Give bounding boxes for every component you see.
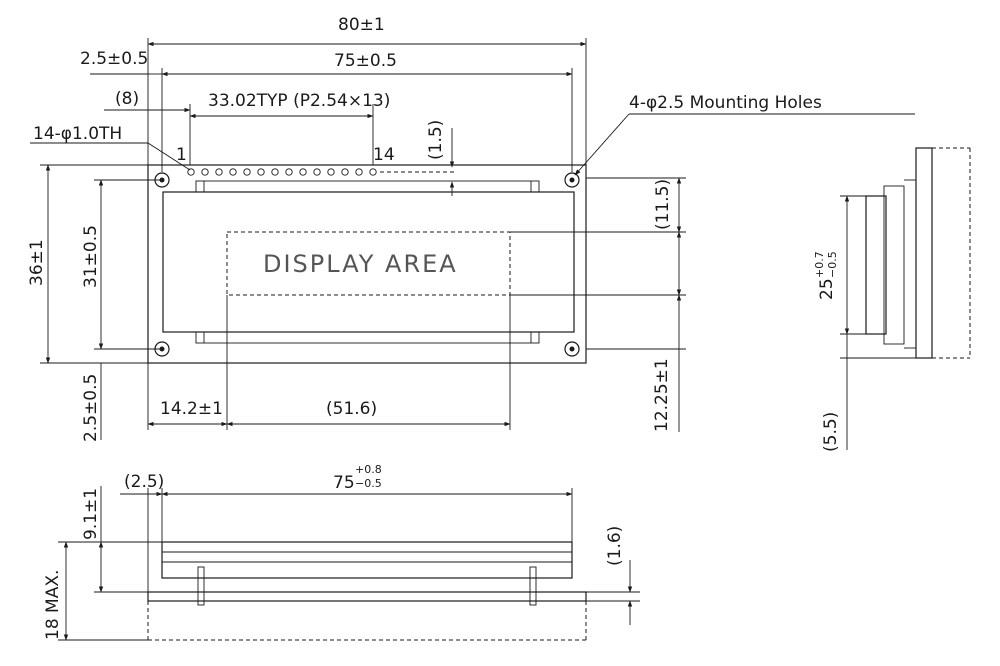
dim-height-total: 36±1 [27,239,47,286]
side-bezel [865,195,887,335]
dim-bezel-depth: 9.1±1 [81,488,101,540]
dim-pcb-thickness: (1.6) [605,526,625,566]
pin-hole [243,168,251,176]
svg-text:25: 25 [817,278,837,300]
dim-side-bottom: (5.5) [821,412,841,452]
top-connector-strip [195,180,540,193]
mounting-hole-callout: 4-φ2.5 Mounting Holes [629,93,822,113]
dim-top-margin: (1.5) [426,120,446,160]
pin-label-first: 1 [176,145,187,165]
dim-display-width: (51.6) [326,399,377,419]
svg-text:+0.8: +0.8 [355,463,382,476]
pin-hole [215,168,223,176]
dim-bottom-offset: 2.5±0.5 [81,374,101,442]
dim-max-height: 18 MAX. [43,570,63,640]
pin-hole [187,168,195,176]
pin-hole [355,168,363,176]
pcb-outline [147,164,587,364]
side-view: 25 +0.7 −0.5 (5.5) [813,147,971,452]
bottom-bezel [161,541,573,579]
bottom-pin-left [197,566,205,606]
dim-display-left: 14.2±1 [160,399,223,419]
dim-pin-pitch: 33.02TYP (P2.54×13) [208,91,390,111]
display-area-label: DISPLAY AREA [263,250,458,278]
bottom-pin-right [529,566,537,606]
dim-bezel-top: (11.5) [653,179,673,230]
pin-hole [201,168,209,176]
pin-hole [327,168,335,176]
pin-hole [229,168,237,176]
dim-side-bezel-height: 25 +0.7 −0.5 [813,251,839,300]
pin-label-last: 14 [373,145,395,165]
display-area-outline [226,231,511,296]
side-pcb [915,147,933,359]
svg-text:−0.5: −0.5 [826,251,839,278]
dim-display-bottom: 12.25±1 [652,358,672,432]
bottom-pcb [147,591,587,602]
dim-width-holes: 75±0.5 [334,51,397,71]
pin-holes [187,168,377,176]
svg-text:−0.5: −0.5 [355,477,382,490]
pin-hole [271,168,279,176]
dim-left-offset: 2.5±0.5 [80,49,148,69]
pin-hole [257,168,265,176]
pin-hole [299,168,307,176]
pin-hole [313,168,321,176]
dim-pin1-offset: (8) [115,89,139,109]
bottom-view: (2.5) 75 +0.8 −0.5 9.1±1 18 MAX. (1.6) [43,463,640,641]
dim-height-holes: 31±0.5 [81,225,101,288]
bottom-connector-strip [195,331,540,344]
front-view: DISPLAY AREA [27,15,915,442]
svg-text:+0.7: +0.7 [813,251,826,278]
pin-hole-callout: 14-φ1.0TH [33,124,122,144]
dim-width-total: 80±1 [338,15,385,35]
mounting-hole [564,172,580,188]
dim-bottom-left: (2.5) [124,472,164,492]
pin-hole [369,168,377,176]
svg-text:75: 75 [333,473,355,493]
pin-hole [285,168,293,176]
dim-bottom-width: 75 +0.8 −0.5 [333,463,382,493]
mounting-hole [564,341,580,357]
pin-hole [341,168,349,176]
